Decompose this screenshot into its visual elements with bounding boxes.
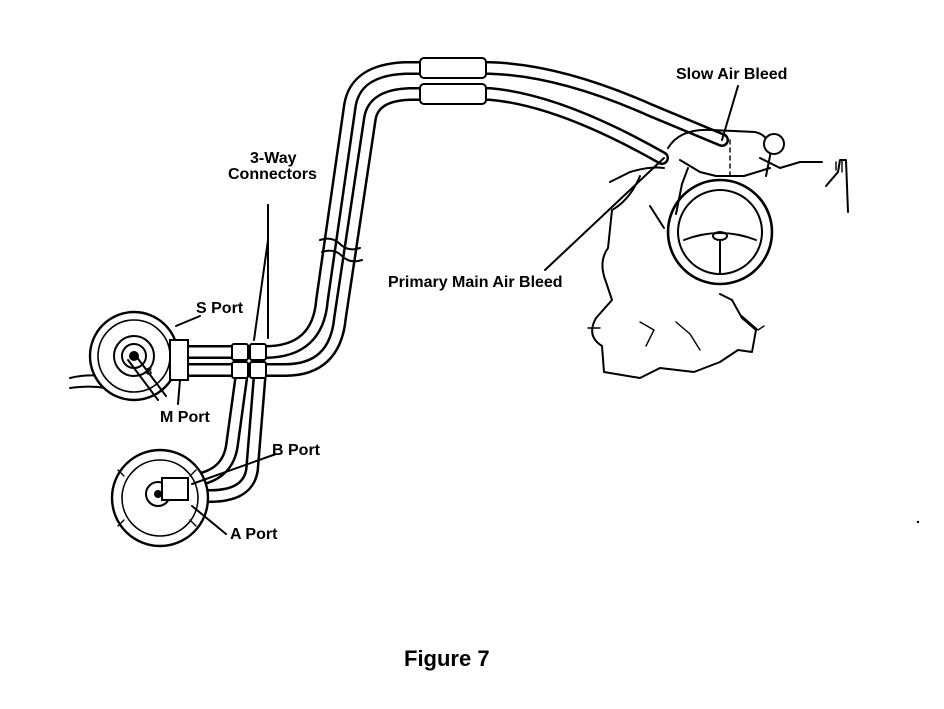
hose-couplers (419, 57, 487, 105)
figure-caption: Figure 7 (404, 646, 490, 671)
vertical-hose-right (158, 365, 267, 503)
hose-break-marks (319, 237, 363, 263)
label-b-port: B Port (272, 442, 320, 459)
label-three-way-line1: 3-Way (250, 150, 297, 167)
three-way-connectors (231, 204, 269, 379)
carburetor (587, 128, 849, 379)
stray-dot (916, 520, 920, 524)
label-three-mark: 3 (146, 366, 153, 378)
lower-vacuum-valve (110, 448, 227, 548)
label-s-port: S Port (196, 300, 244, 317)
upper-hose (179, 61, 729, 359)
label-m-port: M Port (160, 409, 210, 426)
label-slow-air-bleed: Slow Air Bleed (676, 66, 788, 83)
lower-hose (179, 87, 669, 377)
upper-vacuum-valve (69, 310, 201, 405)
leader-lines (191, 85, 739, 485)
label-three-way-line2: Connectors (228, 166, 317, 183)
label-a-port: A Port (230, 526, 278, 543)
label-primary-main-air-bleed: Primary Main Air Bleed (388, 274, 563, 291)
